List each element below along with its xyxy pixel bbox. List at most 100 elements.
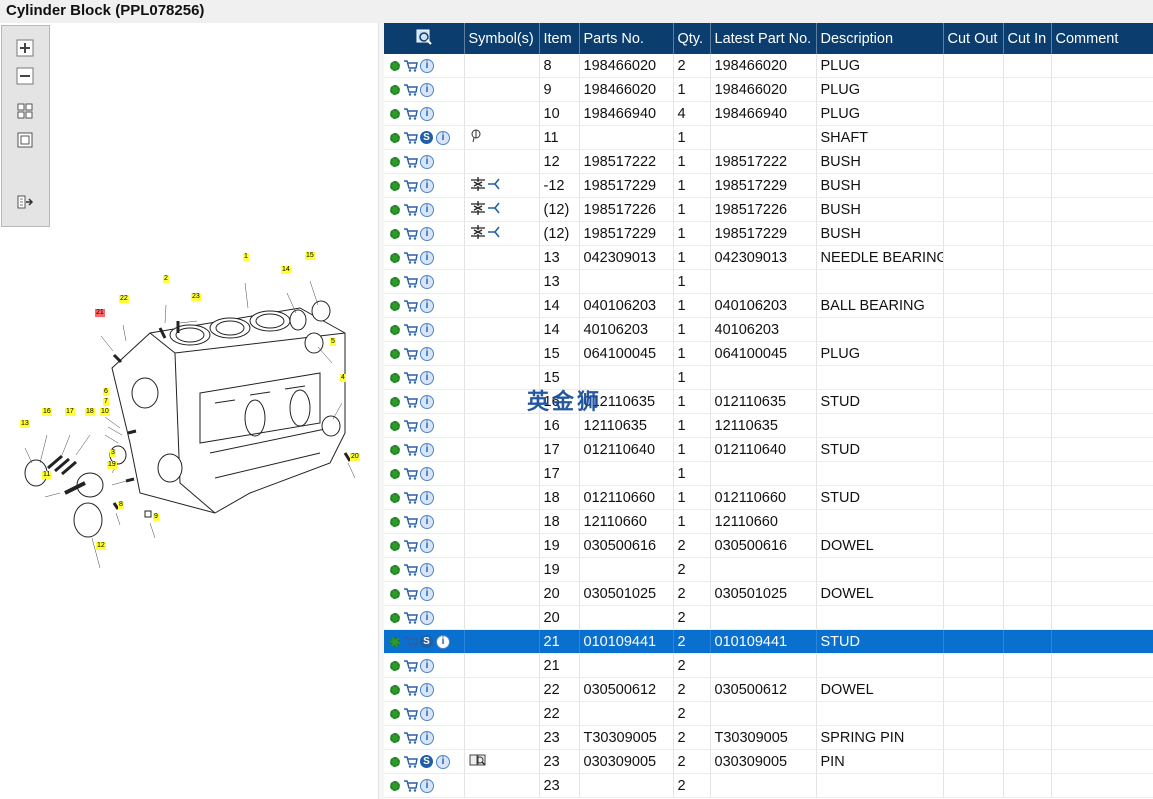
column-header-cut-out[interactable]: Cut Out [943,23,1004,54]
info-icon[interactable]: i [436,634,450,649]
actual-size-button[interactable] [13,129,37,151]
info-icon[interactable]: i [420,490,434,505]
callout-2[interactable]: 2 [163,275,169,283]
info-icon[interactable]: i [420,226,434,241]
callout-19[interactable]: 19 [107,461,117,469]
cart-icon[interactable] [403,419,418,432]
cart-icon[interactable] [403,395,418,408]
cart-icon[interactable] [403,107,418,120]
gear-icon[interactable] [390,684,400,695]
info-icon[interactable]: i [420,706,434,721]
gear-icon[interactable] [390,540,400,551]
cart-icon[interactable] [403,83,418,96]
cart-icon[interactable] [403,371,418,384]
gear-icon[interactable] [390,780,400,791]
column-header-cut-in[interactable]: Cut In [1003,23,1052,54]
info-icon[interactable]: i [420,82,434,97]
cart-icon[interactable] [403,227,418,240]
alt-symbol-icon[interactable] [469,224,503,240]
gear-icon[interactable] [390,420,400,431]
info-icon[interactable]: i [420,394,434,409]
gear-icon[interactable] [390,588,400,599]
callout-3[interactable]: 3 [110,449,116,457]
gear-icon[interactable] [390,300,400,311]
cart-icon[interactable] [403,491,418,504]
info-icon[interactable]: i [420,154,434,169]
diagram-pane[interactable]: 1 2 3 4 5 6 7 8 9 10 11 12 13 14 15 16 1… [0,23,378,799]
cart-icon[interactable] [403,323,418,336]
gear-icon[interactable] [390,204,400,215]
callout-20[interactable]: 20 [350,453,360,461]
info-icon[interactable]: i [420,298,434,313]
info-icon[interactable]: i [420,346,434,361]
gear-icon[interactable] [390,564,400,575]
gear-icon[interactable] [390,156,400,167]
info-icon[interactable]: i [420,610,434,625]
callout-1[interactable]: 1 [243,253,249,261]
callout-10[interactable]: 10 [100,408,110,416]
gear-icon[interactable] [390,396,400,407]
zoom-out-button[interactable] [13,65,37,87]
gear-icon[interactable] [390,132,400,143]
callout-21[interactable]: 21 [95,309,105,317]
gear-icon[interactable] [390,732,400,743]
cart-icon[interactable] [403,755,418,768]
search-view-icon[interactable] [416,29,432,45]
cart-icon[interactable] [403,155,418,168]
info-icon[interactable]: i [420,178,434,193]
gear-icon[interactable] [390,372,400,383]
alt-symbol-icon[interactable] [469,176,503,192]
cart-icon[interactable] [403,707,418,720]
gear-icon[interactable] [390,492,400,503]
cart-icon[interactable] [403,683,418,696]
cart-icon[interactable] [403,347,418,360]
cart-icon[interactable] [403,179,418,192]
cart-icon[interactable] [403,659,418,672]
pane-splitter[interactable] [378,23,384,799]
gear-icon[interactable] [390,516,400,527]
callout-9[interactable]: 9 [153,513,159,521]
cart-icon[interactable] [403,539,418,552]
info-icon[interactable]: i [420,538,434,553]
column-header-description[interactable]: Description [816,23,944,54]
info-icon[interactable]: i [420,658,434,673]
info-icon[interactable]: i [420,418,434,433]
info-icon[interactable]: i [436,130,450,145]
callout-18[interactable]: 18 [85,408,95,416]
supersession-icon[interactable]: S [420,635,433,648]
cart-icon[interactable] [403,251,418,264]
callout-17[interactable]: 17 [65,408,75,416]
gear-icon[interactable] [390,108,400,119]
cart-icon[interactable] [403,611,418,624]
cart-icon[interactable] [403,467,418,480]
column-header-item[interactable]: Item [539,23,580,54]
gear-icon[interactable] [390,228,400,239]
info-icon[interactable]: i [420,730,434,745]
info-icon[interactable]: i [420,682,434,697]
gear-icon[interactable] [390,348,400,359]
supersession-icon[interactable]: S [420,131,433,144]
info-icon[interactable]: i [420,370,434,385]
cart-icon[interactable] [403,203,418,216]
gear-icon[interactable] [390,180,400,191]
cart-icon[interactable] [403,779,418,792]
cart-icon[interactable] [403,731,418,744]
